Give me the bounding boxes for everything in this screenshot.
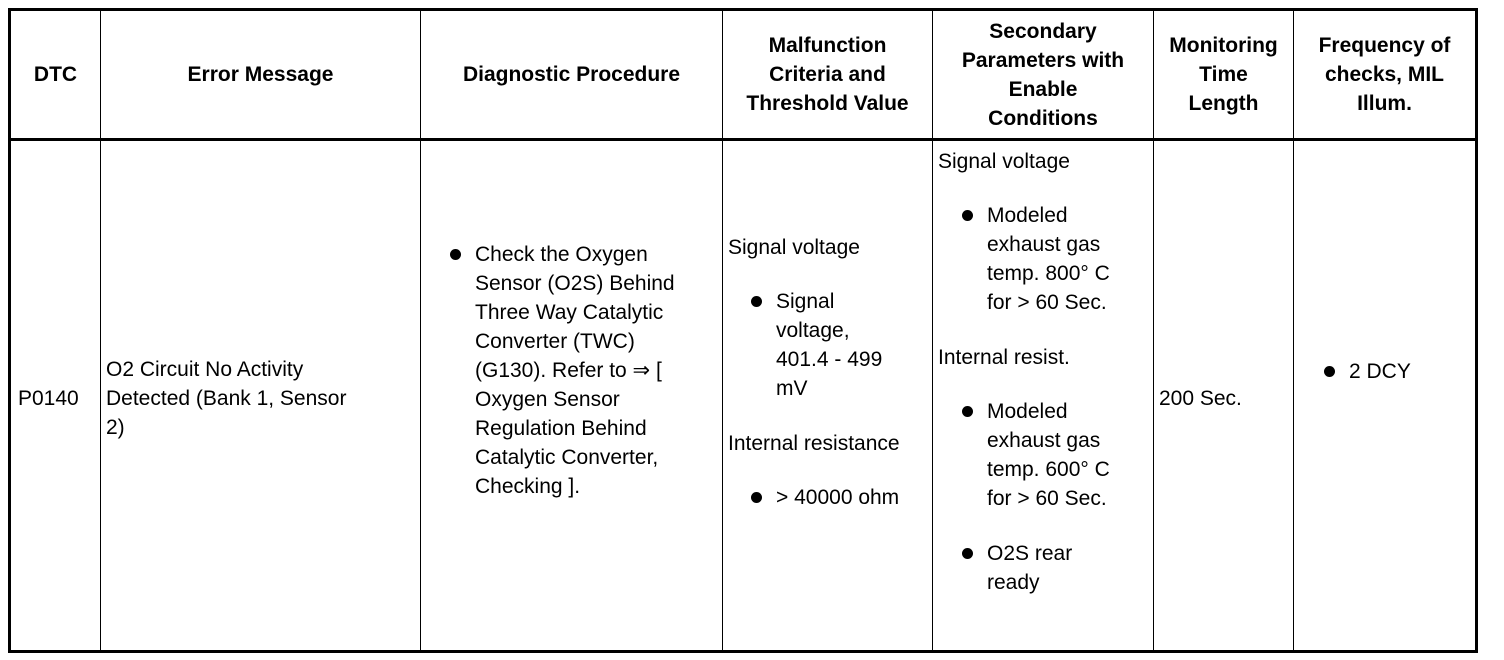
internal-resistance-heading: Internal resistance xyxy=(728,432,900,455)
dtc-table: DTC Error Message Diagnostic Procedure M… xyxy=(8,8,1478,653)
cell-malfunction-criteria: Signal voltage Signal voltage, 401.4 - 4… xyxy=(723,141,932,650)
header-secondary-parameters: Secondary Parameters with Enable Conditi… xyxy=(961,19,1125,130)
column-divider xyxy=(420,11,421,650)
dtc-code: P0140 xyxy=(18,387,79,410)
column-divider xyxy=(100,11,101,650)
modeled-exhaust-800-bullet: Modeled exhaust gas temp. 800° C for > 6… xyxy=(949,201,1110,317)
column-divider xyxy=(1293,11,1294,650)
signal-voltage-heading: Signal voltage xyxy=(728,236,860,259)
header-malfunction-criteria: Malfunction Criteria and Threshold Value xyxy=(746,34,909,115)
column-divider xyxy=(932,11,933,650)
cell-frequency-mil: 2 DCY xyxy=(1294,141,1475,650)
header-error-message: Error Message xyxy=(187,63,334,86)
monitoring-time-value: 200 Sec. xyxy=(1159,387,1242,410)
header-frequency-mil: Frequency of checks, MIL Illum. xyxy=(1318,34,1451,115)
header-monitoring-time: Monitoring Time Length xyxy=(1169,34,1278,115)
cell-error-message: O2 Circuit No Activity Detected (Bank 1,… xyxy=(101,141,420,650)
modeled-exhaust-600-bullet: Modeled exhaust gas temp. 600° C for > 6… xyxy=(949,397,1110,513)
cell-dtc: P0140 xyxy=(11,141,100,650)
header-divider xyxy=(11,138,1475,141)
o2s-rear-ready-bullet: O2S rear ready xyxy=(949,539,1072,597)
header-diagnostic-procedure: Diagnostic Procedure xyxy=(462,63,681,86)
cell-diagnostic-procedure: Check the Oxygen Sensor (O2S) Behind Thr… xyxy=(421,141,722,650)
procedure-bullet: Check the Oxygen Sensor (O2S) Behind Thr… xyxy=(437,240,675,501)
signal-voltage-heading: Signal voltage xyxy=(938,150,1070,173)
cell-monitoring-time: 200 Sec. xyxy=(1154,141,1293,650)
header-dtc: DTC xyxy=(33,63,78,86)
error-message-text: O2 Circuit No Activity Detected (Bank 1,… xyxy=(106,358,347,439)
column-divider xyxy=(1153,11,1154,650)
internal-resistance-bullet: > 40000 ohm xyxy=(738,483,899,512)
column-divider xyxy=(722,11,723,650)
frequency-bullet: 2 DCY xyxy=(1311,357,1411,386)
signal-voltage-bullet: Signal voltage, 401.4 - 499 mV xyxy=(738,287,882,403)
cell-secondary-parameters: Signal voltage Modeled exhaust gas temp.… xyxy=(933,141,1153,650)
internal-resist-heading: Internal resist. xyxy=(938,346,1070,369)
